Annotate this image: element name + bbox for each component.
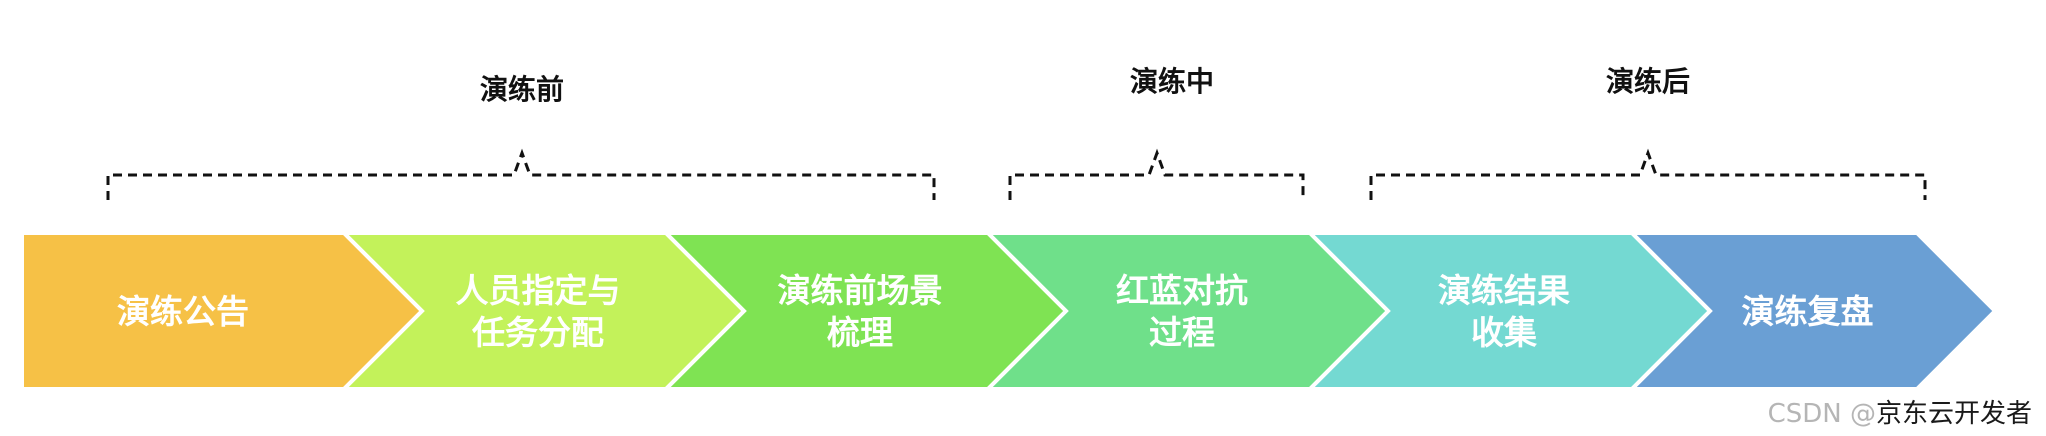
step-label-1-line-1: 演练公告 xyxy=(117,292,249,331)
step-label-5-line-1: 演练结果 xyxy=(1438,271,1570,310)
step-label-4-line-2: 过程 xyxy=(1149,313,1215,352)
phase-braces xyxy=(106,148,1927,200)
step-label-5-line-2: 收集 xyxy=(1471,313,1537,352)
step-label-3-line-1: 演练前场景 xyxy=(778,271,943,310)
step-label-4-line-1: 红蓝对抗 xyxy=(1116,271,1248,310)
phase-brace-2 xyxy=(1008,148,1305,200)
phase-label-before: 演练前 xyxy=(479,73,565,106)
watermark-text: 京东云开发者 xyxy=(1875,399,2032,429)
phase-brace-1 xyxy=(106,148,936,200)
phase-brace-3 xyxy=(1369,148,1927,200)
phase-label-during: 演练中 xyxy=(1129,65,1215,98)
watermark-prefix: CSDN @ xyxy=(1767,399,1876,429)
step-label-3-line-2: 梳理 xyxy=(827,313,893,352)
step-label-2-line-1: 人员指定与 xyxy=(456,271,621,310)
step-label-2-line-2: 任务分配 xyxy=(472,313,604,352)
step-label-6-line-1: 演练复盘 xyxy=(1742,292,1874,331)
phase-label-after: 演练后 xyxy=(1605,65,1691,98)
watermark: CSDN @京东云开发者 xyxy=(1768,393,2032,430)
step-chevron-6 xyxy=(1627,231,1998,391)
